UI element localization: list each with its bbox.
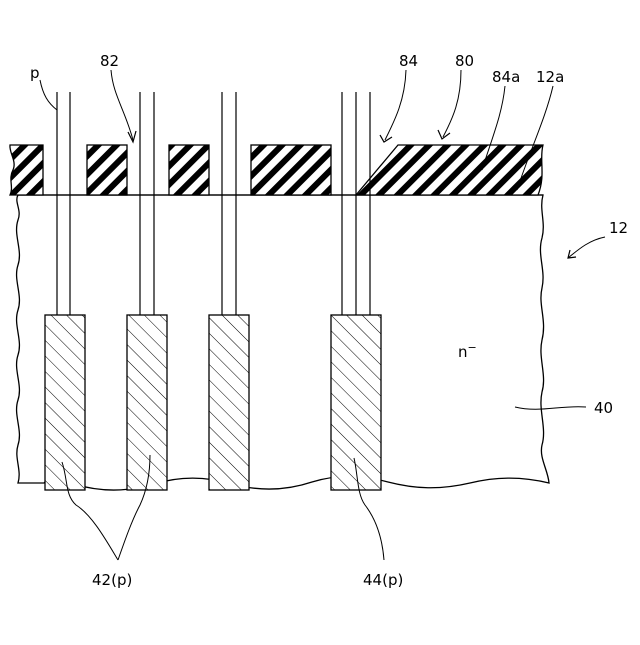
- leader-82: [111, 70, 133, 140]
- leader-12: [568, 237, 605, 258]
- label-84: 84: [399, 52, 418, 70]
- label-minus-superscript: −: [468, 341, 477, 354]
- p-pillar-42-2: [127, 315, 167, 490]
- label-82: 82: [100, 52, 119, 70]
- label-12a: 12a: [536, 68, 564, 86]
- p-pillar-44: [331, 315, 381, 490]
- label-44p: 44(p): [363, 571, 403, 589]
- label-40: 40: [594, 399, 613, 417]
- mask-block-left: [10, 145, 43, 195]
- leader-84: [385, 70, 406, 140]
- p-pillar-42-3: [209, 315, 249, 490]
- mask-block-2: [87, 145, 127, 195]
- label-42p: 42(p): [92, 571, 132, 589]
- mask-block-4: [251, 145, 331, 195]
- label-84a: 84a: [492, 68, 520, 86]
- label-80: 80: [455, 52, 474, 70]
- mask-block-84a: [356, 145, 543, 195]
- leader-p: [40, 80, 57, 110]
- mask-block-3: [169, 145, 209, 195]
- label-p: p: [30, 64, 40, 82]
- leader-80: [443, 70, 461, 137]
- label-12: 12: [609, 219, 628, 237]
- p-pillar-42-1: [45, 315, 85, 490]
- label-n: n: [458, 343, 468, 361]
